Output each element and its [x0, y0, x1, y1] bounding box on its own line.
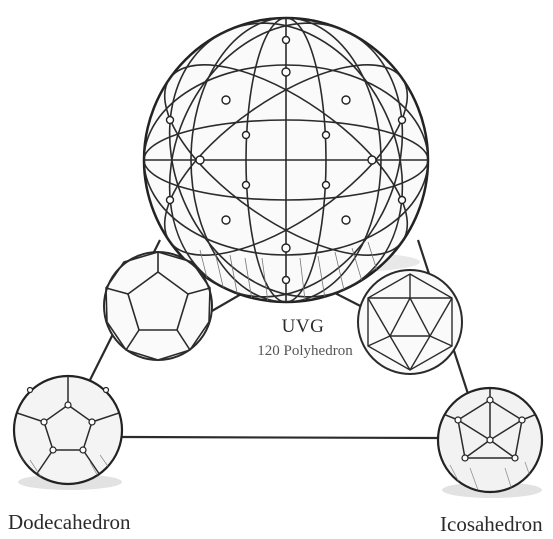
icosahedron-label: Icosahedron [440, 512, 543, 537]
center-title: UVG [248, 316, 358, 338]
dodecahedral-sphere [14, 376, 122, 490]
dodecahedron-label: Dodecahedron [8, 510, 130, 535]
dodecahedron-wireframe [104, 252, 212, 360]
icosahedral-sphere [438, 388, 542, 498]
center-subtitle: 120 Polyhedron [210, 343, 400, 360]
